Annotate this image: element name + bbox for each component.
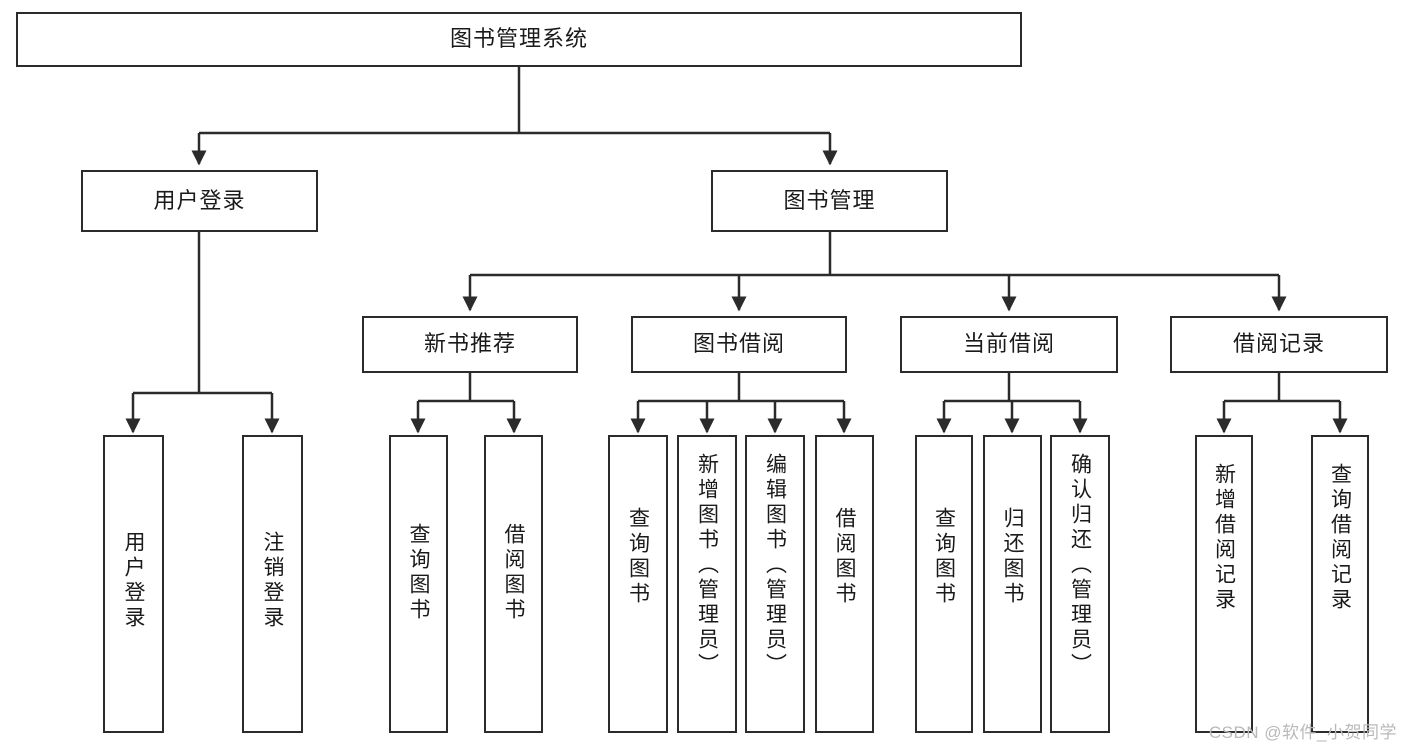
node-leaf-logout-login[interactable]: 注销登录: [242, 435, 303, 733]
node-leaf-query-book-1-label: 查询图书: [407, 523, 430, 623]
node-leaf-confirm-return[interactable]: 确认归还（管理员）: [1050, 435, 1110, 733]
node-leaf-query-book-2[interactable]: 查询图书: [608, 435, 668, 733]
node-leaf-borrow-book-2[interactable]: 借阅图书: [815, 435, 874, 733]
node-book-borrow[interactable]: 图书借阅: [631, 316, 847, 373]
node-leaf-user-login[interactable]: 用户登录: [103, 435, 164, 733]
node-borrow-record[interactable]: 借阅记录: [1170, 316, 1388, 373]
node-leaf-return-book[interactable]: 归还图书: [983, 435, 1042, 733]
node-user-login[interactable]: 用户登录: [81, 170, 318, 232]
node-leaf-query-book-1[interactable]: 查询图书: [389, 435, 448, 733]
node-leaf-borrow-book-1[interactable]: 借阅图书: [484, 435, 543, 733]
node-leaf-borrow-book-1-label: 借阅图书: [502, 523, 525, 623]
node-leaf-borrow-book-2-label: 借阅图书: [833, 507, 856, 607]
node-leaf-edit-book-label: 编辑图书（管理员）: [763, 453, 787, 678]
node-book-manage-label: 图书管理: [783, 187, 876, 213]
node-book-manage[interactable]: 图书管理: [711, 170, 948, 232]
node-leaf-query-book-3[interactable]: 查询图书: [915, 435, 973, 733]
node-leaf-add-book-label: 新增图书（管理员）: [695, 453, 719, 678]
node-root-label: 图书管理系统: [449, 26, 588, 52]
node-leaf-return-book-label: 归还图书: [1001, 507, 1024, 607]
node-leaf-logout-login-label: 注销登录: [261, 531, 284, 631]
node-leaf-add-book[interactable]: 新增图书（管理员）: [677, 435, 737, 733]
node-new-book-recommend-label: 新书推荐: [423, 331, 516, 357]
node-root[interactable]: 图书管理系统: [16, 12, 1022, 67]
node-leaf-query-book-2-label: 查询图书: [626, 507, 650, 607]
node-leaf-query-book-3-label: 查询图书: [932, 507, 956, 607]
node-leaf-user-login-label: 用户登录: [122, 531, 145, 631]
node-borrow-record-label: 借阅记录: [1232, 331, 1325, 357]
node-new-book-recommend[interactable]: 新书推荐: [362, 316, 578, 373]
node-current-borrow[interactable]: 当前借阅: [900, 316, 1118, 373]
node-leaf-edit-book[interactable]: 编辑图书（管理员）: [745, 435, 805, 733]
node-leaf-query-record-label: 查询借阅记录: [1328, 463, 1352, 613]
node-leaf-add-record[interactable]: 新增借阅记录: [1195, 435, 1253, 733]
node-current-borrow-label: 当前借阅: [962, 331, 1055, 357]
node-leaf-add-record-label: 新增借阅记录: [1212, 463, 1236, 613]
node-leaf-query-record[interactable]: 查询借阅记录: [1311, 435, 1369, 733]
node-user-login-label: 用户登录: [153, 187, 246, 213]
node-book-borrow-label: 图书借阅: [692, 331, 785, 357]
node-leaf-confirm-return-label: 确认归还（管理员）: [1068, 453, 1092, 678]
csdn-watermark: CSDN @软件_小贺同学: [1208, 723, 1397, 742]
